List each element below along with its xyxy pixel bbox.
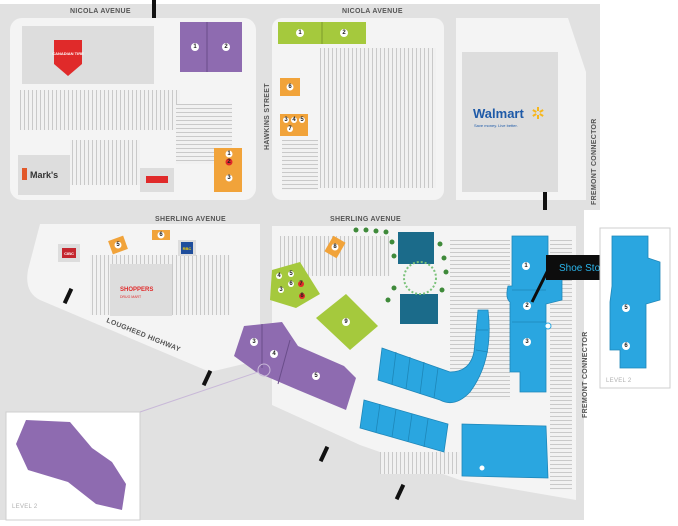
level2-left-building[interactable] [16,420,126,510]
unit-number: 4 [292,117,296,123]
unit-number: 1 [524,263,528,269]
unit-number: 3 [252,339,256,345]
canadian-tire-logo [54,40,82,76]
unit-number: 9 [344,319,348,325]
road-marker [394,483,406,501]
parking-east [550,240,572,490]
level2-right-building[interactable] [609,235,661,369]
building-purple-mall[interactable] [234,322,356,410]
building-green-small[interactable] [270,262,320,308]
road-marker [62,287,74,305]
shoppers-label: SHOPPERS [120,287,153,293]
parking-nw-top [20,90,180,130]
unit-number: 3 [284,117,288,123]
unit-number: 2 [224,44,228,50]
cibc-label: CIBC [64,251,74,256]
unit-number: 2 [525,303,529,309]
road-marker [201,369,213,387]
unit-number: 6 [289,281,293,287]
street-nicola-west: NICOLA AVENUE [70,8,131,15]
shoppers-sublabel: DRUG MART [120,295,142,299]
unit-number: 8 [333,244,337,250]
street-nicola-east: NICOLA AVENUE [342,8,403,15]
parking-se-bottom [380,452,460,474]
road-marker [543,192,547,210]
unit-number: 8 [300,293,304,299]
unit-number: 5 [300,117,304,123]
building-blue-southeast[interactable] [461,423,549,479]
building-shoppers[interactable] [110,264,172,316]
level2-left-label: LEVEL 2 [12,504,38,510]
unit-number: 4 [272,351,276,357]
unit-number: 3 [227,175,231,181]
building-teal-south[interactable] [400,294,438,324]
building-teal-north[interactable] [398,232,434,264]
canadian-tire-label: CANADIAN TIRE [52,51,84,56]
unit-number: 7 [299,281,303,287]
street-sherling-east: SHERLING AVENUE [330,216,401,223]
parking-nc-left [282,140,318,190]
trees [353,227,449,303]
street-fremont-south: FREMONT CONNECTOR [582,331,589,418]
marks-label: Mark's [30,170,58,180]
building-blue-south[interactable] [359,399,449,453]
unit-number: 5 [116,242,120,248]
street-fremont-north: FREMONT CONNECTOR [591,118,598,205]
walmart-tagline: Save money. Live better. [474,123,518,128]
unit-number: 6 [288,84,292,90]
parking-nc-main [320,48,436,188]
street-sherling-west: SHERLING AVENUE [155,216,226,223]
parking-nw-mid [70,140,140,185]
unit-number: 5 [624,305,628,311]
unit-number: 1 [298,30,302,36]
unit-number: 3 [525,339,529,345]
unit-number: 1 [193,44,197,50]
unit-number: 1 [227,151,231,157]
unit-number: 7 [288,126,292,132]
building-blue-strip[interactable] [377,309,490,404]
street-hawkins: HAWKINS STREET [264,83,271,150]
shoe-store-label: Shoe Store [559,263,609,274]
level2-right-label: LEVEL 2 [606,378,632,384]
building-walmart[interactable] [462,52,558,192]
unit-number: 3 [279,287,283,293]
unit-number: 5 [289,271,293,277]
road-marker [318,445,330,463]
callout-pointer [530,269,550,303]
unit-number: 4 [277,273,281,279]
unit-number: 5 [314,373,318,379]
unit-number: 2 [227,159,231,165]
walmart-spark-icon [532,107,544,119]
road-marker [152,0,156,18]
building-purple-nw[interactable] [180,22,242,72]
building-canadian-tire[interactable] [22,26,154,84]
unit-number: 2 [342,30,346,36]
unit-number: 6 [624,343,628,349]
unit-number: 6 [159,232,163,238]
walmart-label: Walmart [473,106,524,121]
rbc-label: RBC [183,246,192,251]
